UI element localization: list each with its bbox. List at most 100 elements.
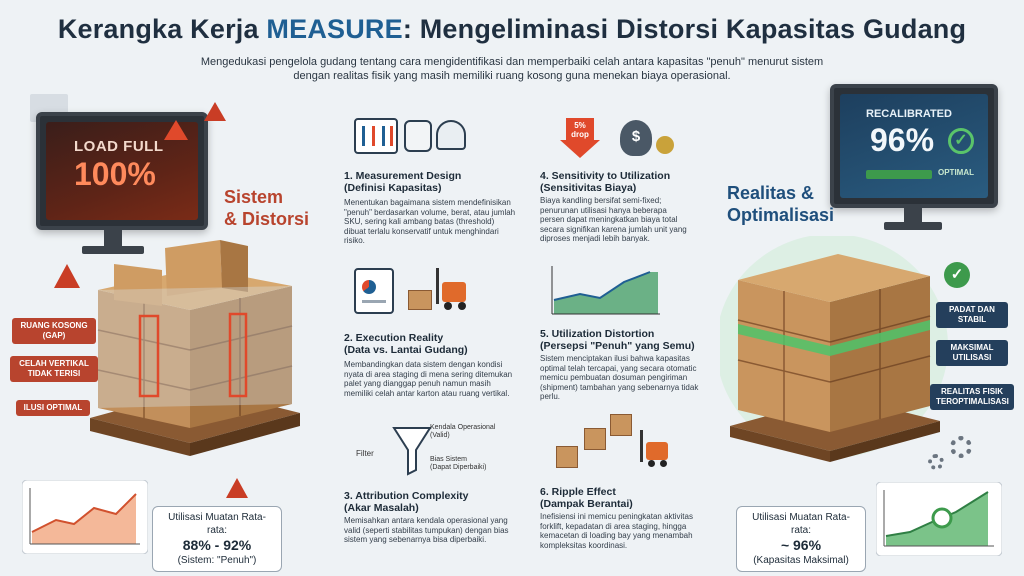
funnel-output-2-title: Bias Sistem	[430, 456, 467, 463]
funnel-output-2-note: (Dapat Diperbaiki)	[430, 464, 487, 471]
left-trend-chart	[22, 480, 148, 554]
box-stack-side	[190, 286, 292, 428]
drop-percent: 5%	[574, 121, 586, 130]
funnel-output-1-note: (Valid)	[430, 432, 450, 439]
step-2-body: Membandingkan data sistem dengan kondisi…	[344, 360, 513, 398]
right-title-line2: Optimalisasi	[727, 205, 835, 225]
warning-icon	[164, 120, 188, 140]
left-title-line1: Sistem	[224, 187, 284, 207]
forklift-icon	[434, 268, 472, 312]
monitor-recalibrated-label: RECALIBRATED	[866, 108, 952, 120]
stretch-wrap	[98, 286, 292, 408]
gear-icon	[950, 436, 972, 458]
step-5-body: Sistem menciptakan ilusi bahwa kapasitas…	[540, 354, 699, 402]
optimized-reality-tag: REALITAS FISIK TEROPTIMALISASI	[930, 384, 1014, 410]
loose-box	[114, 264, 162, 306]
right-section-title: Realitas & Optimalisasi	[727, 182, 834, 226]
scale-icon	[436, 120, 466, 150]
optimized-pallet-illustration	[720, 236, 948, 462]
left-section-title: Sistem & Distorsi	[224, 186, 309, 230]
gear-icon	[928, 454, 944, 470]
gap-tag: RUANG KOSONG (GAP)	[12, 318, 96, 344]
step-6-title: 6. Ripple Effect (Dampak Berantai)	[540, 486, 730, 510]
recalibrated-monitor: RECALIBRATED 96% ✓ OPTIMAL	[830, 84, 998, 208]
funnel-icon	[392, 427, 432, 476]
util-value: 88% - 92%	[182, 537, 252, 553]
chart-area	[886, 492, 988, 546]
tablet-chart-icon	[354, 268, 394, 314]
chart-line	[885, 491, 989, 537]
gauge-icon	[404, 120, 432, 152]
money-bag-icon: $	[620, 120, 652, 156]
drop-label: 5% drop	[570, 121, 590, 139]
util-value: ~ 96%	[780, 537, 822, 553]
step-1-heading: 1. Measurement Design	[344, 170, 462, 182]
funnel-output-1: Kendala Operasional (Valid)	[430, 424, 500, 440]
funnel-output-2: Bias Sistem (Dapat Diperbaiki)	[430, 456, 510, 472]
title-highlight: MEASURE	[266, 14, 403, 44]
step-4-heading: 4. Sensitivity to Utilization	[540, 170, 671, 182]
page-title: Kerangka Kerja MEASURE: Mengeliminasi Di…	[0, 14, 1024, 45]
progress-bar	[866, 170, 932, 179]
distortion-chart-icon	[551, 266, 660, 315]
monitor-recalibrated-value: 96%	[870, 122, 935, 158]
right-trend-chart	[876, 482, 1002, 556]
warning-icon	[226, 478, 248, 498]
funnel-input-label: Filter	[356, 449, 374, 458]
title-prefix: Kerangka Kerja	[57, 14, 267, 44]
stable-tag: PADAT DAN STABIL	[936, 302, 1008, 328]
warning-icon	[204, 102, 226, 121]
warning-icon	[54, 264, 80, 288]
step-5-subheading: (Persepsi "Penuh" yang Semu)	[540, 340, 695, 352]
step-4-title: 4. Sensitivity to Utilization (Sensitivi…	[540, 170, 730, 194]
monitor-stand	[104, 230, 122, 248]
chart-area	[32, 494, 136, 544]
step-3-heading: 3. Attribution Complexity	[344, 490, 469, 502]
box-icon	[556, 446, 578, 468]
step-3-subheading: (Akar Masalah)	[344, 502, 419, 514]
step-6-subheading: (Dampak Berantai)	[540, 498, 633, 510]
step-4-body: Biaya kandling bersifat semi-fixed; penu…	[540, 196, 687, 244]
step-6-body: Inefisiensi ini memicu peningkatan aktiv…	[540, 512, 693, 550]
right-utilization-box: Utilisasi Muatan Rata-rata: ~ 96% (Kapas…	[736, 506, 866, 572]
util-note: (Sistem: "Penuh")	[177, 555, 257, 566]
loose-box	[165, 240, 222, 296]
util-label: Utilisasi Muatan Rata-rata:	[168, 512, 266, 536]
system-monitor: LOAD FULL 100%	[36, 112, 208, 230]
step-4-subheading: (Sensitivitas Biaya)	[540, 182, 637, 194]
funnel-output-1-title: Kendala Operasional	[430, 424, 496, 431]
pallet-box-icon	[408, 290, 432, 310]
step-1-body: Menentukan bagaimana sistem mendefinisik…	[344, 198, 516, 246]
distorted-pallet-illustration	[90, 240, 300, 456]
step-6-heading: 6. Ripple Effect	[540, 486, 616, 498]
title-suffix: : Mengeliminasi Distorsi Kapasitas Gudan…	[402, 14, 967, 44]
chart-line	[31, 493, 137, 533]
monitor-base	[884, 222, 942, 230]
gear-icon	[931, 507, 953, 529]
optimal-illusion-tag: ILUSI OPTIMAL	[16, 400, 90, 416]
step-5-title: 5. Utilization Distortion (Persepsi "Pen…	[540, 328, 730, 352]
step-1-title: 1. Measurement Design (Definisi Kapasita…	[344, 170, 524, 194]
vertical-gap-tag: CELAH VERTIKAL TIDAK TERISI	[10, 356, 98, 382]
box-icon	[610, 414, 632, 436]
step-5-heading: 5. Utilization Distortion	[540, 328, 655, 340]
vertical-gap-highlight	[228, 312, 248, 398]
vertical-gap-highlight	[138, 314, 160, 398]
monitor-base	[82, 246, 144, 254]
max-utilization-tag: MAKSIMAL UTILISASI	[936, 340, 1008, 366]
drop-word: drop	[571, 130, 589, 139]
step-1-subheading: (Definisi Kapasitas)	[344, 182, 442, 194]
step-2-subheading: (Data vs. Lantai Gudang)	[344, 344, 468, 356]
step-3-body: Memisahkan antara kendala operasional ya…	[344, 516, 509, 545]
drop-arrow-icon: 5% drop	[560, 118, 606, 158]
check-icon: ✓	[948, 128, 974, 154]
left-title-line2: & Distorsi	[224, 209, 310, 229]
monitor-optimal-label: OPTIMAL	[938, 168, 974, 177]
forklift-icon	[640, 430, 674, 470]
check-icon: ✓	[944, 262, 970, 288]
monitor-stand	[904, 208, 922, 224]
util-label: Utilisasi Muatan Rata-rata:	[752, 512, 850, 536]
left-utilization-box: Utilisasi Muatan Rata-rata: 88% - 92% (S…	[152, 506, 282, 572]
box-icon	[584, 428, 606, 450]
right-title-line1: Realitas &	[727, 183, 815, 203]
